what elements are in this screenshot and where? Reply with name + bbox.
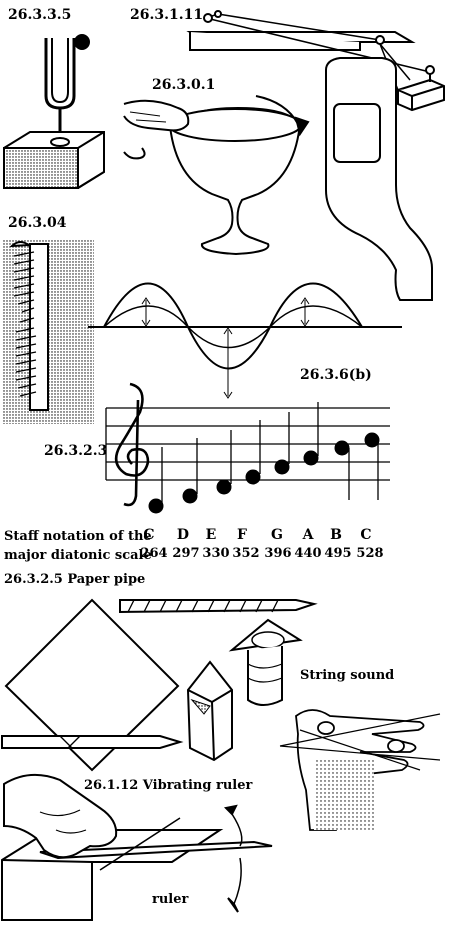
music-notes	[148, 432, 380, 514]
tuning-fork-label: 26.3.3.5	[8, 7, 72, 23]
vibrating-ruler-figure	[1, 773, 273, 921]
scale-note: E	[205, 527, 217, 543]
scale-frequency: 352	[232, 546, 260, 561]
scale-note: B	[330, 527, 342, 543]
wave-figure-label: 26.3.6(b)	[300, 367, 372, 383]
scale-note: F	[237, 527, 247, 543]
scale-frequency: 528	[356, 546, 384, 561]
staff-figure-label: 26.3.2.3	[44, 443, 108, 459]
monochord-label: 26.3.1.11	[130, 7, 204, 23]
vibrating-ruler-label: 26.1.12 Vibrating ruler	[84, 778, 253, 793]
scale-frequency: 396	[264, 546, 292, 561]
wine-glass-label: 26.3.0.1	[152, 77, 216, 93]
string-sound-figure	[279, 709, 441, 831]
wine-glass-figure	[123, 95, 310, 256]
scale-note: A	[302, 527, 314, 543]
scale-frequency: 330	[202, 546, 230, 561]
standing-wave-figure	[88, 282, 402, 399]
comb-figure	[2, 240, 94, 424]
scale-frequency: 495	[324, 546, 352, 561]
monochord-figure	[186, 10, 445, 301]
staff-caption-line-2: major diatonic scale	[4, 548, 152, 563]
scale-note: G	[271, 527, 283, 543]
paper-pipe-figure	[1, 598, 318, 772]
tuning-fork-figure	[3, 34, 105, 189]
scale-frequency: 297	[172, 546, 200, 561]
ruler-label: ruler	[152, 892, 189, 907]
scale-note: C	[360, 527, 372, 543]
comb-label: 26.3.04	[8, 215, 67, 231]
paper-pipe-label: 26.3.2.5 Paper pipe	[4, 572, 146, 587]
staff-caption-line-1: Staff notation of the	[4, 529, 152, 544]
string-sound-label: String sound	[300, 668, 395, 683]
scale-frequency: 264	[140, 546, 168, 561]
scale-note: D	[176, 527, 190, 543]
scale-note: C	[143, 527, 155, 543]
scale-frequency: 440	[294, 546, 322, 561]
